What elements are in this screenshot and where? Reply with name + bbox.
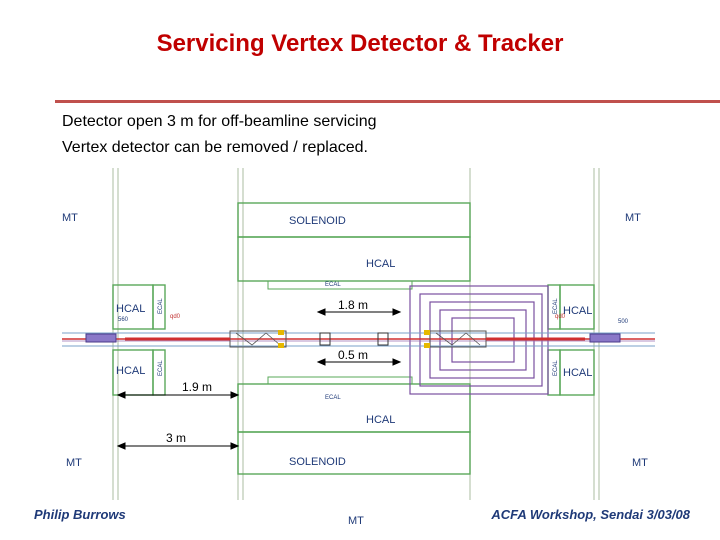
- dim-1-9m: 1.9 m: [182, 380, 212, 394]
- label-ecal-left-lower: ECAL: [158, 360, 164, 376]
- footer-event: ACFA Workshop, Sendai 3/03/08: [491, 507, 690, 522]
- label-solenoid-top: SOLENOID: [289, 215, 346, 227]
- title-rule: [55, 100, 720, 103]
- label-solenoid-bottom: SOLENOID: [289, 456, 346, 468]
- label-ecal-right-upper: ECAL: [553, 298, 559, 314]
- diagram-labels: MT MT MT MT MT SOLENOID SOLENOID HCAL HC…: [62, 212, 648, 527]
- label-mt-bl: MT: [66, 457, 82, 469]
- label-mt-tr: MT: [625, 212, 641, 224]
- label-ecal-top: ECAL: [325, 282, 341, 288]
- dimension-arrows: [116, 308, 402, 450]
- label-qd0-right: qd0: [555, 314, 566, 320]
- label-hcal-bottom: HCAL: [366, 414, 395, 426]
- label-mt-br: MT: [632, 457, 648, 469]
- beam-magnets: [85, 330, 621, 348]
- solenoid-top-box: [237, 202, 471, 238]
- bullet-open-3m: Detector open 3 m for off-beamline servi…: [62, 113, 377, 130]
- label-mt-bottom: MT: [348, 515, 364, 527]
- label-ecal-bottom: ECAL: [325, 395, 341, 401]
- hcal-top-box: [237, 236, 471, 282]
- label-qd0-left: qd0: [170, 314, 181, 320]
- label-500: 500: [618, 319, 629, 325]
- solenoid-bottom-box: [237, 431, 471, 475]
- footer-author: Philip Burrows: [34, 507, 126, 522]
- dim-1-8m: 1.8 m: [338, 298, 368, 312]
- dim-3m: 3 m: [166, 431, 186, 445]
- dimension-labels: 1.8 m 0.5 m 1.9 m 3 m: [166, 298, 368, 445]
- label-hcal-left-lower: HCAL: [116, 365, 145, 377]
- label-ecal-right-lower: ECAL: [553, 360, 559, 376]
- hcal-bottom-box: [237, 383, 471, 433]
- label-hcal-top: HCAL: [366, 258, 395, 270]
- label-hcal-right-lower: HCAL: [563, 367, 592, 379]
- dim-0-5m: 0.5 m: [338, 348, 368, 362]
- label-hcal-right-upper: HCAL: [563, 305, 592, 317]
- label-ecal-left-upper: ECAL: [158, 298, 164, 314]
- slide-title: Servicing Vertex Detector & Tracker: [156, 30, 564, 57]
- label-560: 560: [118, 317, 129, 323]
- label-hcal-left-upper: HCAL: [116, 303, 145, 315]
- label-mt-tl: MT: [62, 212, 78, 224]
- bullet-vertex-replace: Vertex detector can be removed / replace…: [62, 139, 368, 156]
- ecal-bands: [267, 280, 413, 385]
